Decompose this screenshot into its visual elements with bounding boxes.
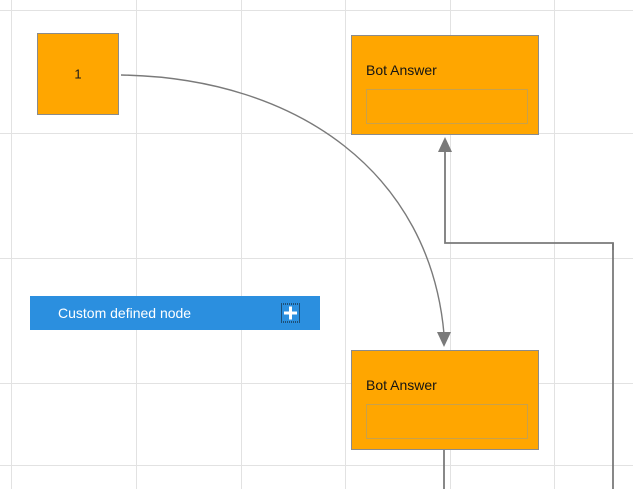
plus-icon xyxy=(284,306,297,320)
node-title: Bot Answer xyxy=(366,62,437,78)
node-bot-answer-top[interactable]: Bot Answer xyxy=(351,35,539,135)
node-index-label: 1 xyxy=(74,66,82,82)
custom-defined-node-label: Custom defined node xyxy=(58,305,192,321)
edge-curve-1-to-bot-answer-bottom[interactable] xyxy=(120,74,451,347)
node-bot-answer-bottom[interactable]: Bot Answer xyxy=(351,350,539,450)
custom-defined-node-bar[interactable]: Custom defined node xyxy=(30,296,320,330)
node-index-1[interactable]: 1 xyxy=(37,33,119,115)
node-answer-slot[interactable] xyxy=(366,89,528,124)
edge-ortho-to-bot-answer-top[interactable] xyxy=(438,137,614,250)
arrowhead-up-icon xyxy=(438,137,452,152)
node-answer-slot[interactable] xyxy=(366,404,528,439)
node-title: Bot Answer xyxy=(366,377,437,393)
arrowhead-down-icon xyxy=(437,332,451,347)
add-node-button[interactable] xyxy=(281,303,300,323)
